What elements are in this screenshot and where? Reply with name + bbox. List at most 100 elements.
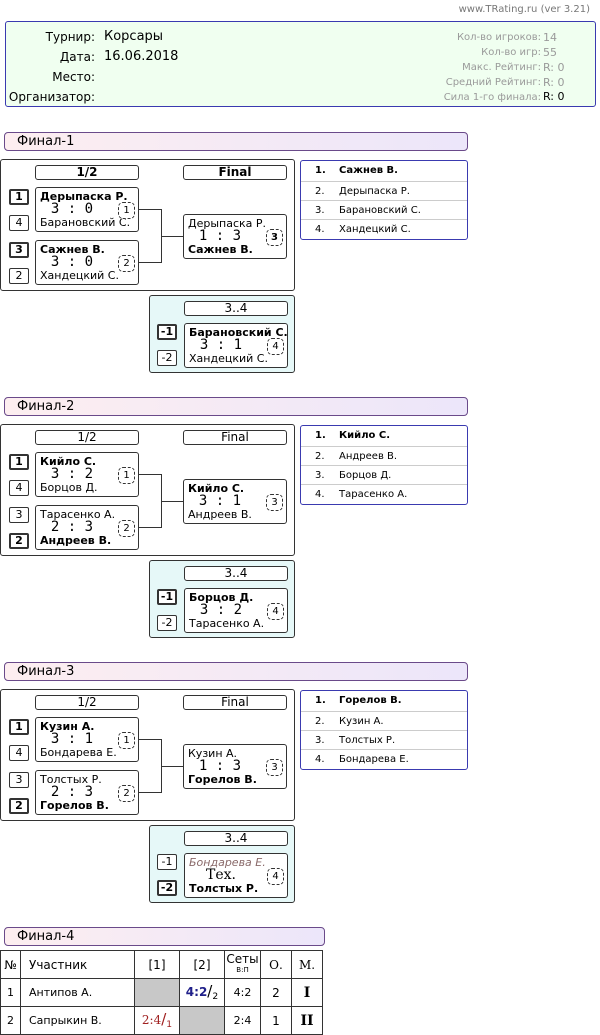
semifinal-match-2: Сажнев В. 3 : 0 Хандецкий С. 2 xyxy=(35,240,139,285)
player-bottom: Тарасенко А. xyxy=(189,617,265,630)
match-number: 3 xyxy=(266,229,283,246)
seed-badge: 1 xyxy=(9,454,29,470)
final-match: Дерыпаска Р. 1 : 3 Сажнев В. 3 xyxy=(183,214,287,259)
player-top: Кийло С. xyxy=(40,455,97,468)
seed-badge: -1 xyxy=(157,324,177,340)
result-row: 2.Андреев В. xyxy=(301,446,467,465)
game-points: 1 xyxy=(166,1019,173,1031)
game-score: 2:4 xyxy=(141,1013,162,1028)
avg-rating-value: R: 0 xyxy=(543,76,565,89)
match-score: 3 : 0 xyxy=(50,201,94,217)
match-number: 3 xyxy=(266,494,283,511)
cell-num: 2 xyxy=(0,1006,21,1035)
final-match: Кийло С. 3 : 1 Андреев В. 3 xyxy=(183,479,287,524)
match-score: 3 : 0 xyxy=(50,254,94,270)
player-top: Дерыпаска Р. xyxy=(188,217,267,230)
bracket-line xyxy=(139,262,161,263)
bracket-line xyxy=(139,792,161,793)
col-player: Участник xyxy=(20,950,135,979)
match-number: 4 xyxy=(267,603,284,620)
result-row: 2.Дерыпаска Р. xyxy=(301,181,467,200)
cell-sets: 2:4 xyxy=(224,1006,261,1035)
max-rating-value: R: 0 xyxy=(543,61,565,74)
match-score: 2 : 3 xyxy=(50,784,94,800)
match-number: 1 xyxy=(118,202,135,219)
cell-points: 2 xyxy=(260,978,292,1007)
match-score: 3 : 2 xyxy=(199,602,243,618)
bracket-line xyxy=(139,527,161,528)
match-number: 2 xyxy=(118,785,135,802)
third-place-header: 3..4 xyxy=(184,566,288,581)
player-bottom: Бондарева Е. xyxy=(40,746,117,759)
version-text: www.TRating.ru (ver 3.21) xyxy=(458,4,590,15)
cell-score: 4:2/2 xyxy=(179,978,225,1007)
final-2-third-place: 3..4 -1 -2 Борцов Д. 3 : 2 Тарасенко А. … xyxy=(149,560,295,638)
col-opp-1: [1] xyxy=(134,950,180,979)
bracket-line xyxy=(139,739,161,740)
player-top: Тарасенко А. xyxy=(40,508,116,521)
semifinal-header: 1/2 xyxy=(35,695,139,710)
semifinal-match-1: Кийло С. 3 : 2 Борцов Д. 1 xyxy=(35,452,139,497)
final-3-header: Финал-3 xyxy=(4,662,468,681)
result-row: 4.Бондарева Е. xyxy=(301,749,467,768)
seed-badge: -1 xyxy=(157,589,177,605)
final-1-third-place: 3..4 -1 -2 Барановский С. 3 : 1 Хандецки… xyxy=(149,295,295,373)
match-score: 1 : 3 xyxy=(198,228,242,244)
bracket-line xyxy=(139,209,161,210)
final-3-bracket: 1/2 Final 1 4 Кузин А. 3 : 1 Бондарева Е… xyxy=(0,689,295,821)
result-row: 4.Тарасенко А. xyxy=(301,484,467,503)
match-score: Тех. xyxy=(206,867,236,883)
final-2-bracket: 1/2 Final 1 4 Кийло С. 3 : 2 Борцов Д. 1… xyxy=(0,424,295,556)
table-row: 1 Антипов А. 4:2/2 4:2 2 I xyxy=(0,978,323,1007)
result-row: 3.Борцов Д. xyxy=(301,465,467,484)
semifinal-header: 1/2 xyxy=(35,430,139,445)
games-count-value: 55 xyxy=(543,46,557,59)
bracket-line xyxy=(161,501,183,502)
game-points: 2 xyxy=(212,991,219,1003)
seed-badge: 3 xyxy=(9,242,29,258)
tournament-value: Корсары xyxy=(104,29,164,44)
player-top: Барановский С. xyxy=(189,326,288,339)
result-row: 1.Кийло С. xyxy=(315,430,391,441)
player-top: Бондарева Е. xyxy=(189,856,266,869)
final-2-results: 1.Кийло С. 2.Андреев В. 3.Борцов Д. 4.Та… xyxy=(300,425,468,505)
match-score: 3 : 1 xyxy=(199,337,243,353)
seed-badge: 1 xyxy=(9,719,29,735)
player-top: Кузин А. xyxy=(188,747,238,760)
seed-badge: 4 xyxy=(9,745,29,761)
cell-points: 1 xyxy=(260,1006,292,1035)
player-bottom: Хандецкий С. xyxy=(40,269,119,282)
organizer-label: Организатор: xyxy=(8,90,95,104)
place-label: Место: xyxy=(52,70,95,84)
col-opp-2: [2] xyxy=(179,950,225,979)
player-bottom: Барановский С. xyxy=(40,216,131,229)
semifinal-header: 1/2 xyxy=(35,165,139,180)
final-strength-value: R: 0 xyxy=(543,90,565,103)
final-1-header: Финал-1 xyxy=(4,132,468,151)
final-3-third-place: 3..4 -1 -2 Бондарева Е. Тех. Толстых Р. … xyxy=(149,825,295,903)
semifinal-match-2: Толстых Р. 2 : 3 Горелов В. 2 xyxy=(35,770,139,815)
third-place-match: Бондарева Е. Тех. Толстых Р. 4 xyxy=(184,853,288,898)
seed-badge: -2 xyxy=(157,615,177,631)
cell-player: Сапрыкин В. xyxy=(20,1006,135,1035)
result-row: 4.Хандецкий С. xyxy=(301,219,467,238)
match-number: 3 xyxy=(266,759,283,776)
seed-badge: 4 xyxy=(9,215,29,231)
seed-badge: 2 xyxy=(9,533,29,549)
match-score: 1 : 3 xyxy=(198,758,242,774)
match-score: 3 : 1 xyxy=(198,493,242,509)
result-row: 1.Горелов В. xyxy=(315,695,402,706)
col-sets: Сеты В:П xyxy=(224,950,261,979)
avg-rating-label: Средний Рейтинг: xyxy=(445,77,541,88)
third-place-header: 3..4 xyxy=(184,301,288,316)
date-value: 16.06.2018 xyxy=(104,49,179,64)
cell-self xyxy=(134,978,180,1007)
player-top: Сажнев В. xyxy=(40,243,105,256)
seed-badge: 2 xyxy=(9,268,29,284)
seed-badge: 3 xyxy=(9,507,29,523)
cell-place: I xyxy=(291,978,323,1007)
seed-badge: 3 xyxy=(9,772,29,788)
players-count-label: Кол-во игроков: xyxy=(456,32,541,43)
seed-badge: 2 xyxy=(9,798,29,814)
semifinal-match-1: Дерыпаска Р. 3 : 0 Барановский С. 1 xyxy=(35,187,139,232)
